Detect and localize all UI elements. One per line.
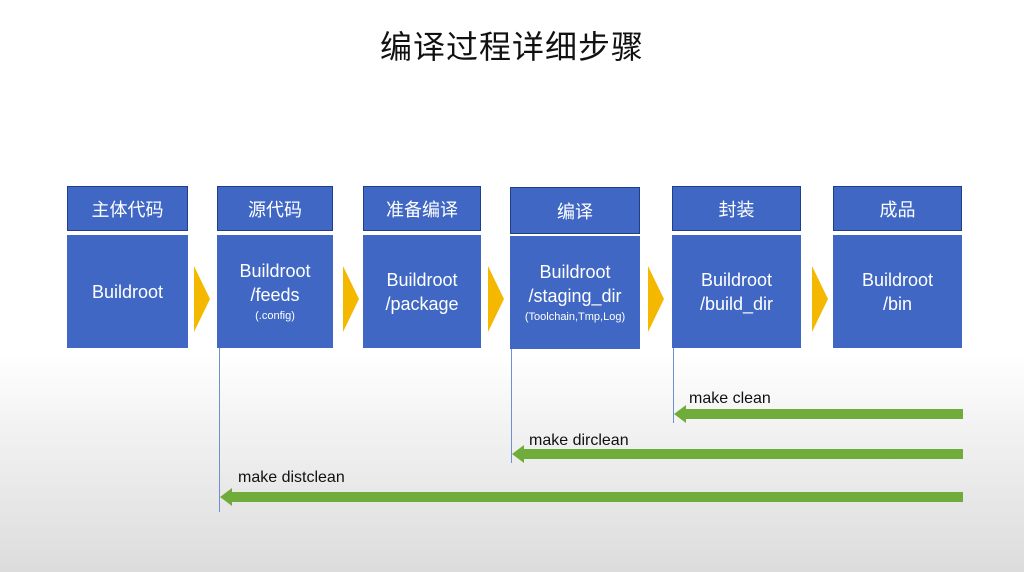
stage-path-line: /bin bbox=[882, 293, 913, 314]
stage-path-line: Buildroot bbox=[700, 269, 773, 290]
stage-box-main-code: Buildroot bbox=[67, 235, 188, 348]
stage-box-package: Buildroot /build_dir bbox=[672, 235, 801, 348]
stage-header-compile: 编译 bbox=[510, 187, 640, 234]
stage-path-line: Buildroot bbox=[386, 269, 458, 290]
guide-line-distclean bbox=[219, 348, 220, 512]
stage-path-line: /build_dir bbox=[699, 293, 774, 314]
stage-box-source-code: Buildroot /feeds (.config) bbox=[217, 235, 333, 348]
stage-note: (Toolchain,Tmp,Log) bbox=[524, 311, 626, 323]
stage-header-source-code: 源代码 bbox=[217, 186, 333, 231]
stage-header-package: 封装 bbox=[672, 186, 801, 231]
stage-path-line: /feeds bbox=[250, 285, 300, 305]
stage-path-line: Buildroot bbox=[539, 262, 611, 282]
chevron-right-icon bbox=[343, 266, 359, 332]
chevron-right-icon bbox=[194, 266, 210, 332]
page-title: 编译过程详细步骤 bbox=[379, 28, 644, 66]
arrow-left-icon bbox=[220, 487, 963, 507]
stage-header-product: 成品 bbox=[833, 186, 962, 231]
stage-box-compile: Buildroot /staging_dir (Toolchain,Tmp,Lo… bbox=[510, 236, 640, 349]
command-label-make-distclean: make distclean bbox=[238, 469, 345, 486]
guide-line-clean bbox=[673, 348, 674, 423]
stage-note: (.config) bbox=[255, 310, 295, 322]
chevron-right-icon bbox=[648, 266, 664, 332]
arrow-left-icon bbox=[512, 444, 963, 464]
stage-path-line: /staging_dir bbox=[528, 286, 622, 306]
stage-path-line: /package bbox=[385, 293, 459, 314]
chevron-right-icon bbox=[812, 266, 828, 332]
guide-line-dirclean bbox=[511, 349, 512, 463]
command-label-make-clean: make clean bbox=[689, 390, 771, 407]
stage-box-prepare-compile: Buildroot /package bbox=[363, 235, 481, 348]
chevron-right-icon bbox=[488, 266, 504, 332]
stage-path-line: Buildroot bbox=[861, 269, 934, 290]
arrow-left-icon bbox=[674, 404, 963, 424]
stage-path-line: Buildroot bbox=[91, 281, 164, 302]
stage-box-product: Buildroot /bin bbox=[833, 235, 962, 348]
command-label-make-dirclean: make dirclean bbox=[529, 432, 629, 449]
stage-header-prepare-compile: 准备编译 bbox=[363, 186, 481, 231]
stage-path-line: Buildroot bbox=[239, 261, 311, 281]
stage-header-main-code: 主体代码 bbox=[67, 186, 188, 231]
